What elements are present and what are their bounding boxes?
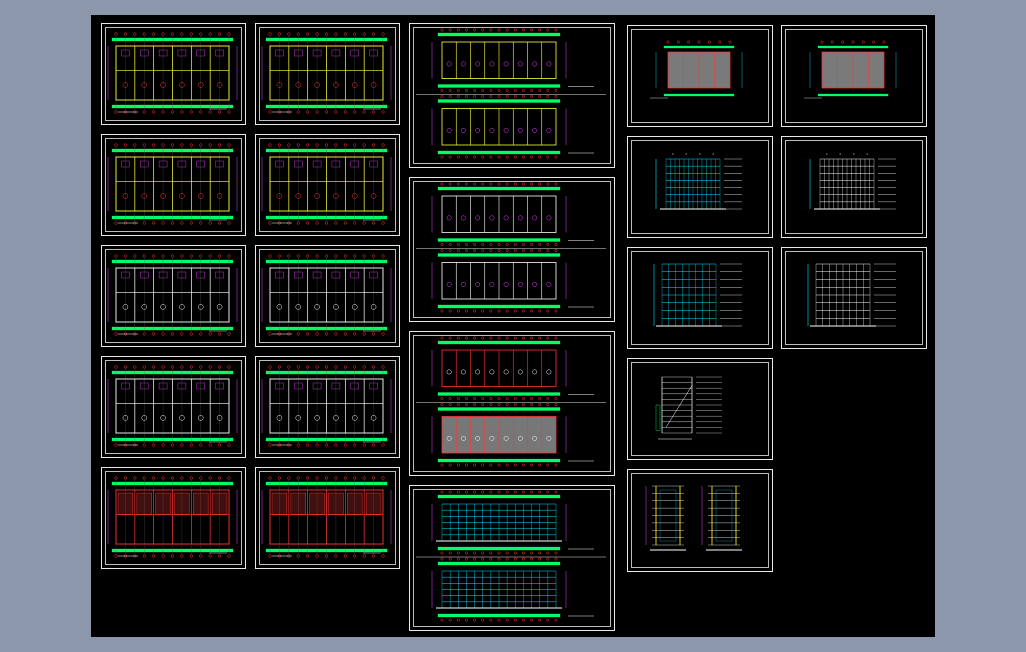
sheet-roof-elevation-1[interactable]: [627, 25, 773, 127]
drawing-elevation-1: [655, 153, 742, 210]
drawing-floor-plan-8: [261, 365, 392, 447]
drawing-elevation-2: [809, 153, 896, 210]
sheet-side-elevation-1[interactable]: [627, 247, 773, 349]
drawing-front-back-elevations: [416, 490, 606, 622]
sheet-unit-plans-a[interactable]: [409, 23, 615, 168]
sheet-stair-detail[interactable]: [627, 358, 773, 460]
drawing-floor-plan-2: [261, 32, 392, 114]
sheet-roof-elevation-2[interactable]: [781, 25, 927, 127]
drawing-roof-elevation-1: [650, 40, 743, 99]
drawing-side-elevation-1: [653, 263, 742, 327]
drawing-roof-plan-2: [261, 476, 392, 558]
sheet-roof-plans[interactable]: [409, 331, 615, 476]
drawing-roof-plans: [416, 336, 606, 467]
drawing-unit-plans-a: [416, 28, 606, 159]
drawing-floor-plan-3: [107, 143, 238, 225]
drawing-roof-plan-1: [107, 476, 238, 558]
drawing-stair-detail: [655, 376, 722, 440]
sheet-unit-plans-b[interactable]: [409, 177, 615, 322]
drawing-floor-plan-1: [107, 32, 238, 114]
sheet-front-back-elevations[interactable]: [409, 485, 615, 631]
sheet-floor-plan-6[interactable]: [255, 134, 400, 236]
sheet-roof-plan-1[interactable]: [101, 467, 246, 569]
sheet-floor-plan-2[interactable]: [101, 134, 246, 236]
sheet-side-elevation-2[interactable]: [781, 247, 927, 349]
sheet-floor-plan-3[interactable]: [101, 245, 246, 347]
sheet-floor-plan-5[interactable]: [255, 23, 400, 125]
sheet-elevation-1[interactable]: [627, 136, 773, 238]
drawing-floor-plan-7: [107, 365, 238, 447]
drawing-floor-plan-4: [261, 143, 392, 225]
drawing-roof-elevation-2: [804, 40, 897, 99]
sheet-roof-plan-2[interactable]: [255, 467, 400, 569]
drawing-building-sections: [645, 485, 742, 551]
sheet-building-sections[interactable]: [627, 469, 773, 572]
sheet-floor-plan-8[interactable]: [255, 356, 400, 458]
drawing-floor-plan-6: [261, 254, 392, 336]
sheet-floor-plan-4[interactable]: [101, 356, 246, 458]
drawing-unit-plans-b: [416, 182, 606, 313]
drawing-floor-plan-5: [107, 254, 238, 336]
sheet-elevation-2[interactable]: [781, 136, 927, 238]
sheet-floor-plan-1[interactable]: [101, 23, 246, 125]
model-space-canvas[interactable]: [91, 15, 935, 637]
drawing-side-elevation-2: [807, 263, 896, 327]
sheet-floor-plan-7[interactable]: [255, 245, 400, 347]
